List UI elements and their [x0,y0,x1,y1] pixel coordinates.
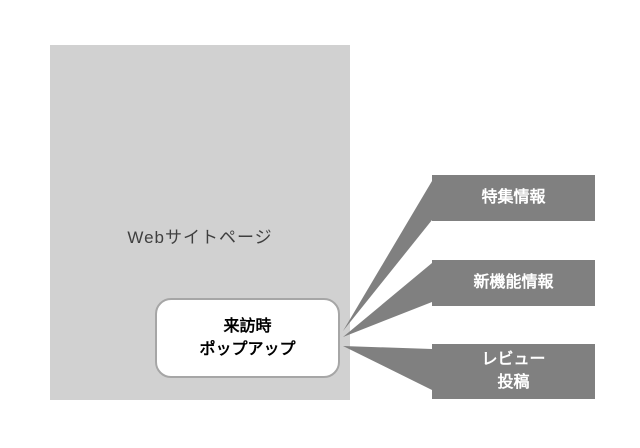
visit-popup-shape: 来訪時 ポップアップ [155,298,340,378]
review-post-label: レビュー 投稿 [481,351,546,391]
visit-popup-label: 来訪時 ポップアップ [199,317,296,358]
feature-info-box: 特集情報 [432,175,595,221]
new-function-info-box: 新機能情報 [432,260,595,306]
connector-to-feature-info [343,181,432,331]
feature-info-label: 特集情報 [481,188,546,206]
connector-to-review-post [343,346,432,390]
connector-to-new-function-info [343,263,432,337]
review-post-box: レビュー 投稿 [432,344,595,399]
new-function-info-label: 新機能情報 [473,273,554,291]
website-page-label: Webサイトページ [127,228,273,247]
